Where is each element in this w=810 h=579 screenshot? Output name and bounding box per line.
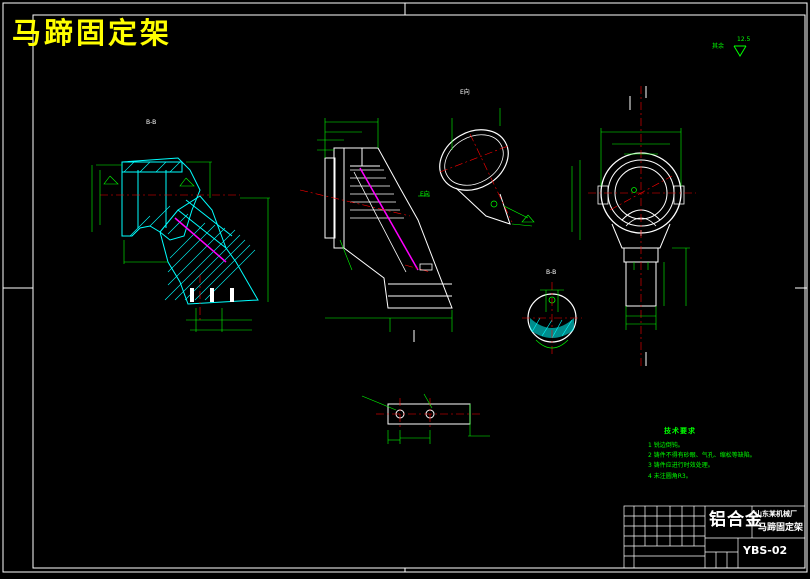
section-view-bb	[91, 157, 270, 332]
hatching	[123, 161, 256, 301]
tech-requirement-item: 2 铸件不得有砂眼、气孔、缩松等缺陷。	[648, 452, 756, 459]
side-view	[571, 86, 696, 366]
tech-requirement-item: 3 铸件应进行时效处理。	[648, 462, 714, 469]
auxiliary-view-e	[439, 108, 535, 227]
tech-requirements-heading: 技术要求	[664, 427, 696, 435]
section-label-bb-2: B-B	[546, 269, 557, 276]
section-label-bb: B-B	[146, 119, 157, 126]
title-block-drawing-no: YBS-02	[743, 544, 788, 557]
roughness-symbol-icon	[733, 45, 747, 57]
roughness-value: 12.5	[737, 36, 751, 43]
title-block-company: 山东某机械厂	[755, 510, 797, 518]
section-view-small	[522, 282, 582, 356]
front-view	[299, 118, 453, 342]
tech-requirement-item: 1 锐边倒钝。	[648, 442, 684, 449]
tech-requirement-item: 4 未注圆角R3。	[648, 473, 692, 480]
title-block	[623, 505, 806, 569]
roughness-label: 其余	[712, 43, 725, 50]
bottom-view	[361, 393, 490, 444]
centering-marks	[3, 3, 807, 572]
inner-frame	[32, 14, 806, 569]
title-block-material: 铝合金	[709, 510, 763, 530]
title-block-part-name: 马蹄固定架	[758, 523, 804, 533]
view-label-e: E向	[460, 89, 470, 96]
view-label-e2: E向	[420, 191, 430, 198]
drawing-title: 马蹄固定架	[12, 16, 173, 50]
